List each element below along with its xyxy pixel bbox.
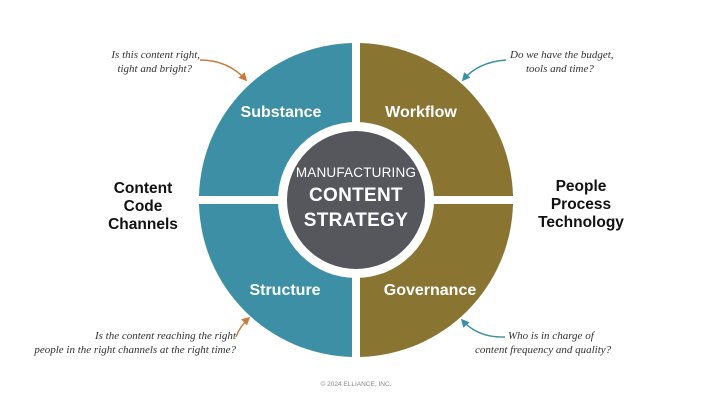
arrow-to-workflow-icon [461, 59, 507, 82]
right-label-process: Process [551, 196, 611, 213]
center-title-line3: STRATEGY [304, 210, 408, 231]
arrow-to-substance-icon [199, 59, 248, 82]
arrow-to-structure-icon [235, 316, 251, 338]
quadrant-label-governance: Governance [384, 282, 477, 299]
question-governance-line1: Who is in charge of [508, 330, 596, 342]
question-workflow-line1: Do we have the budget, [509, 49, 614, 61]
center-disk [287, 131, 425, 269]
arrow-to-governance-icon [460, 318, 506, 338]
question-structure-line2: people in the right channels at the righ… [33, 344, 236, 356]
right-label-people: People [556, 178, 607, 195]
question-governance-line2: content frequency and quality? [475, 344, 612, 356]
left-label-content: Content [114, 180, 173, 197]
copyright-footer: © 2024 ELLIANCE, INC. [321, 380, 392, 388]
center-title-line2: CONTENT [309, 185, 403, 206]
question-structure-line1: Is the content reaching the right [94, 330, 237, 342]
question-workflow-line2: tools and time? [526, 63, 594, 75]
question-substance-line2: tight and bright? [117, 63, 192, 75]
right-label-technology: Technology [538, 214, 624, 231]
quadrant-label-substance: Substance [241, 104, 322, 121]
quadrant-label-workflow: Workflow [385, 104, 457, 121]
question-substance-line1: Is this content right, [110, 49, 200, 61]
left-label-code: Code [124, 198, 163, 215]
quadrant-label-structure: Structure [249, 282, 320, 299]
left-label-channels: Channels [108, 216, 178, 233]
center-title-line1: MANUFACTURING [296, 165, 416, 180]
